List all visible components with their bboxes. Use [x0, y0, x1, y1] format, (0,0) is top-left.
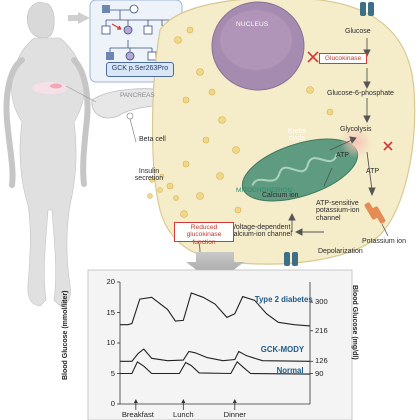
meal-marker-arrow: [232, 399, 237, 403]
atp-label-2: ATP: [366, 168, 380, 175]
y-tick-label-right: 90: [315, 368, 324, 378]
beta-cell-label: Beta cell: [139, 136, 166, 143]
pointer-arrow: [68, 12, 90, 24]
insulin-secretion-label: Insulin secretion: [134, 168, 164, 183]
y-tick-label-left: 15: [106, 307, 115, 317]
woman-figure: [3, 1, 91, 307]
y-tick-label-left: 0: [110, 399, 115, 408]
vdcc-label: Voltage-dependent calcium-ion channel: [230, 224, 292, 239]
mitochondrion-label: MITOCHONDRION: [236, 187, 293, 194]
g6p-label: Glucose-6-phosphate: [327, 90, 394, 97]
down-arrow: [186, 252, 244, 284]
y-axis-right-title: Blood Glucose (mg/dl): [351, 285, 358, 360]
meal-label: Dinner: [223, 410, 246, 419]
potassium-ion-label: Potassium ion: [362, 238, 406, 245]
inhibition-marks: [307, 51, 393, 151]
meal-label: Lunch: [172, 410, 194, 419]
glucose-chart: [117, 281, 313, 410]
reduced-function-label: Reduced glucokinase function: [174, 222, 234, 246]
series-label: Normal: [276, 366, 304, 375]
y-tick-label-right: 300: [315, 297, 328, 307]
katp-channel-label: ATP-sensitive potassium-ion channel: [316, 200, 360, 222]
glucose-label: Glucose: [345, 28, 371, 35]
meal-marker-arrow: [133, 399, 138, 403]
series-line: [120, 361, 311, 375]
depolarization-label: Depolarization: [318, 248, 363, 255]
beta-cell: [147, 0, 416, 265]
y-tick-label-right: 126: [315, 356, 328, 366]
series-line: [120, 348, 311, 362]
calcium-channel: [284, 252, 298, 266]
gene-variant-label: GCK p.Ser263Pro: [106, 62, 174, 77]
series-label: GCK-MODY: [260, 344, 305, 354]
chart-panel: [87, 269, 353, 420]
meal-marker-arrow: [181, 399, 186, 403]
glucokinase-label: Glucokinase: [319, 53, 367, 64]
y-axis-left-title: Blood Glucose (mmol/liter): [62, 290, 69, 380]
series-line: [120, 292, 311, 327]
y-tick-label-left: 10: [106, 338, 115, 347]
pancreas-label: PANCREAS: [120, 92, 155, 99]
series-label: Type 2 diabetes: [254, 294, 313, 304]
y-tick-label-left: 20: [106, 277, 115, 286]
glucose-transporter: [360, 2, 374, 16]
potassium-channel: [364, 202, 389, 237]
krebs-label: Krebs cycle: [287, 128, 307, 143]
y-tick-label-left: 5: [110, 368, 115, 378]
glycolysis-label: Glycolysis: [340, 126, 372, 133]
nucleus-label: NUCLEUS: [236, 21, 269, 28]
calcium-ion-label: Calcium ion: [262, 192, 299, 199]
atp-label-1: ATP: [336, 152, 350, 159]
meal-label: Breakfast: [121, 410, 154, 419]
y-tick-label-right: 216: [315, 325, 328, 335]
